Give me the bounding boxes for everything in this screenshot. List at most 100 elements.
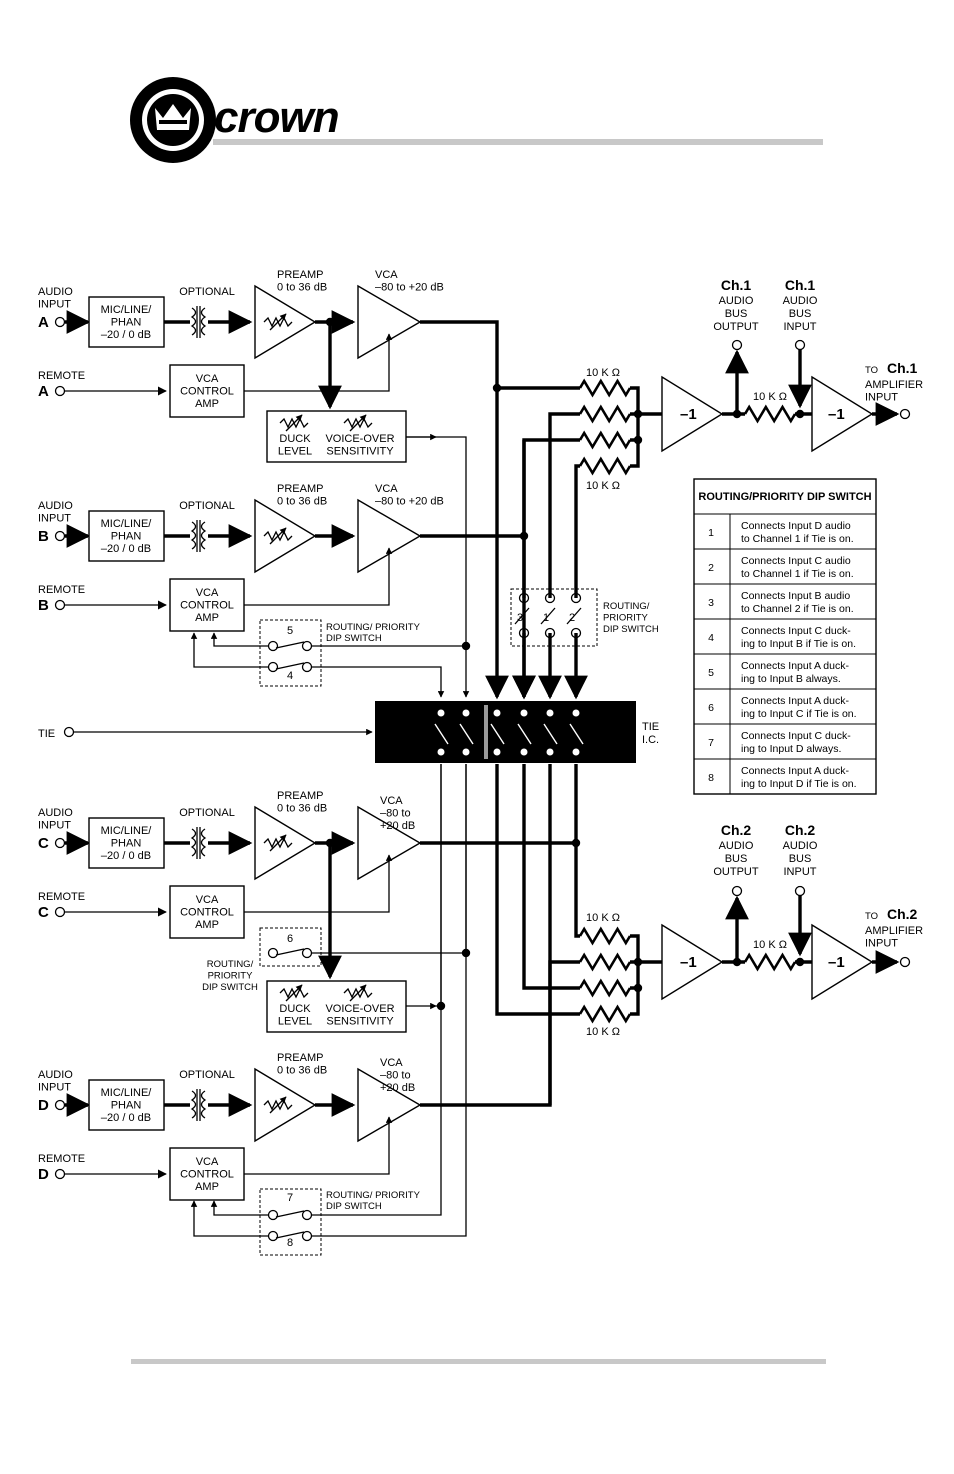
vca-control-label: CONTROL: [180, 600, 234, 612]
table-frame: [693, 478, 877, 795]
duck-level-label: DUCK: [279, 433, 311, 445]
preamp-label: 0 to 36 dB: [277, 496, 327, 508]
ch1-bus-output-label: AUDIO: [719, 295, 754, 307]
vca-control-label: AMP: [195, 919, 219, 931]
control-wire: [244, 547, 393, 606]
tie-input-label: TIE: [38, 728, 55, 740]
wire: [574, 843, 580, 938]
switch-contact: [301, 1230, 313, 1242]
ducking-tie-label: DUCKING: [379, 722, 430, 734]
ch2-bus-output-label: OUTPUT: [713, 866, 759, 878]
inverter-label: –1: [828, 954, 845, 971]
switch-contact: [267, 947, 279, 959]
table-row-number: 3: [708, 597, 714, 609]
duck-ctrl-d2: [190, 1200, 268, 1237]
vca-label: –80 to: [380, 808, 411, 820]
audio-input-terminal: [54, 316, 66, 328]
duck-level-label: DUCK: [279, 1003, 311, 1015]
ch2-bus-input-label: AUDIO: [783, 840, 818, 852]
tie-contact: [572, 709, 580, 717]
audio-input-terminal: [54, 530, 66, 542]
tie-switch-blade: [490, 723, 505, 745]
vca-control-amp-block: [169, 885, 245, 939]
resistor-label: 10 K Ω: [586, 480, 620, 492]
audio-input-label: INPUT: [38, 820, 71, 832]
preamp-triangle: [254, 498, 317, 574]
wire: [630, 386, 640, 468]
mic-line-label: –20 / 0 dB: [101, 543, 151, 555]
audio-input-terminal: [54, 1099, 66, 1111]
table-row-desc: ing to Input C if Tie is on.: [741, 708, 857, 720]
mic-line-label: PHAN: [111, 838, 142, 850]
ch1-bus-out-title: Ch.1: [721, 277, 752, 293]
brand-wordmark: crown: [214, 93, 339, 142]
mic-line-label: MIC/LINE/: [101, 518, 153, 530]
tie-contact: [520, 748, 528, 756]
audio-tie-label: TIE: [603, 736, 620, 748]
switch-number: 6: [287, 933, 293, 945]
variable-arrow: [349, 414, 367, 432]
vca-control-label: VCA: [196, 894, 219, 906]
to-label: TO: [865, 365, 878, 376]
ch2-bus-input-label: BUS: [789, 853, 812, 865]
vca-control-label: VCA: [196, 373, 219, 385]
vca-label: VCA: [380, 795, 403, 807]
tie-contact: [462, 709, 470, 717]
resistor-label: 10 K Ω: [753, 391, 787, 403]
routing-label-c: DIP SWITCH: [202, 982, 258, 993]
junction-dot: [571, 838, 581, 848]
vca-label: +20 dB: [380, 820, 415, 832]
remote-terminal: [54, 385, 66, 397]
table-row-desc: ing to Input D always.: [741, 743, 841, 755]
table-row-desc: to Channel 1 if Tie is on.: [741, 568, 854, 580]
tie-ic-label: I.C.: [642, 734, 659, 746]
switch-5: [275, 641, 305, 649]
switch-contact: [267, 1230, 279, 1242]
ch2-output-stage: –110 K Ω–1Ch.2AUDIOBUSOUTPUTCh.2AUDIOBUS…: [661, 822, 923, 1001]
variable-arrow: [269, 834, 287, 852]
ch2-bus-in-title: Ch.2: [785, 822, 816, 838]
channel-letter: B: [38, 597, 49, 614]
tie-switch-blade: [517, 723, 532, 745]
tie-terminal: [63, 726, 75, 738]
table-row-desc: Connects Input A duck-: [741, 765, 849, 777]
junction-dot: [633, 983, 643, 993]
mic-line-label: –20 / 0 dB: [101, 329, 151, 341]
vca-label: –80 to +20 dB: [375, 282, 444, 294]
vca-label: VCA: [375, 269, 398, 281]
resistor-label: 10 K Ω: [753, 939, 787, 951]
ch1-bus-input-label: INPUT: [784, 321, 817, 333]
bus-input-terminal: [794, 339, 806, 351]
preamp-triangle: [254, 805, 317, 881]
channel-letter: A: [38, 383, 49, 400]
control-wire: [244, 1116, 393, 1175]
mic-line-label: PHAN: [111, 317, 142, 329]
mic-line-phan-block: [88, 510, 165, 562]
resistor-10k: [578, 456, 632, 476]
preamp-label: PREAMP: [277, 269, 323, 281]
routing-label-b: DIP SWITCH: [326, 633, 382, 644]
duck-voiceover-block: [266, 410, 407, 463]
ch2-bus-out-title: Ch.2: [721, 822, 752, 838]
ch1-amp-title: Ch.1: [887, 360, 918, 376]
remote-label: REMOTE: [38, 370, 85, 382]
wire: [522, 764, 580, 990]
optional-label: OPTIONAL: [179, 500, 235, 512]
variable-arrow: [269, 527, 287, 545]
table-title: ROUTING/PRIORITY DIP SWITCH: [698, 491, 871, 503]
voice-over-label: VOICE-OVER: [325, 1003, 394, 1015]
tie-contact: [572, 748, 580, 756]
optional-label: OPTIONAL: [179, 807, 235, 819]
ctrl-wire: [312, 666, 445, 698]
tie-ic-body: [375, 701, 636, 763]
vca-label: –80 to +20 dB: [375, 496, 444, 508]
ch1-amp-label: AMPLIFIER: [865, 379, 923, 391]
switch-contact: [301, 1209, 313, 1221]
transformer-icon: [190, 1089, 207, 1121]
